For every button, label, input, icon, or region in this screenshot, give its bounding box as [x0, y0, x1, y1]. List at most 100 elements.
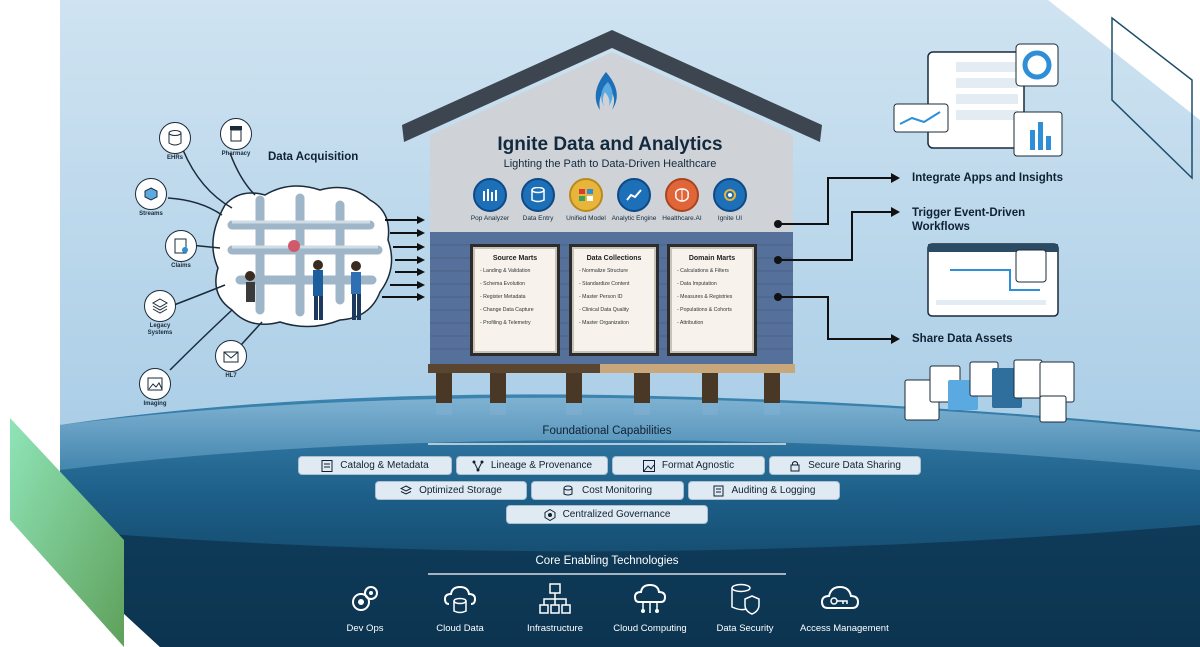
catalog-icon: [321, 459, 333, 472]
cap-label: Optimized Storage: [419, 485, 502, 496]
infrastructure-icon: [515, 582, 595, 616]
board-item: Master Organization: [579, 320, 656, 326]
tech-cloud-data: Cloud Data: [420, 582, 500, 634]
hl7-envelope-icon: [215, 340, 247, 372]
page-title: Ignite Data and Analytics: [497, 134, 723, 155]
tech-label: Cloud Computing: [613, 623, 687, 634]
source-label: HL7: [225, 373, 237, 379]
cap-label: Centralized Governance: [562, 509, 671, 520]
cap-label: Format Agnostic: [661, 460, 735, 471]
cap-label: Auditing & Logging: [731, 485, 816, 496]
board-item: Measures & Registries: [677, 294, 754, 300]
tech-label: Dev Ops: [346, 623, 384, 634]
cap-secure-data-sharing: Secure Data Sharing: [769, 456, 921, 475]
shield-database-icon: [705, 582, 785, 616]
board-item: Profiling & Telemetry: [480, 320, 557, 326]
apps-illustration: [893, 43, 1063, 157]
board-item: Standardize Content: [579, 281, 656, 287]
output-trigger-workflows: Trigger Event-Driven Workflows: [912, 207, 1026, 233]
board-title: Data Collections: [586, 255, 642, 262]
source-label: Imaging: [143, 401, 167, 407]
tech-label: Infrastructure: [527, 623, 583, 634]
cap-catalog-metadata: Catalog & Metadata: [298, 456, 452, 475]
tool-label: Ignite UI: [717, 215, 743, 222]
cloud-key-icon: [800, 582, 880, 616]
board-source-marts: Source Marts Landing & Validation Schema…: [470, 244, 560, 356]
source-label: EHRs: [166, 155, 183, 161]
green-ribbon: [10, 418, 124, 647]
tech-dev-ops: Dev Ops: [325, 582, 405, 634]
source-streams: Streams: [128, 178, 174, 218]
lineage-icon: [472, 460, 484, 472]
image-icon: [139, 368, 171, 400]
database-icon: [159, 122, 191, 154]
tool-label: Pop Analyzer: [470, 215, 510, 222]
source-legacy-systems: Legacy Systems: [135, 290, 185, 337]
tech-cloud-computing: Cloud Computing: [610, 582, 690, 634]
ignite-ui-icon: [713, 178, 747, 212]
gears-icon: [325, 582, 405, 616]
pilings: [436, 373, 780, 403]
secure-share-icon: [789, 460, 801, 472]
board-item: Data Imputation: [677, 281, 754, 287]
cap-label: Cost Monitoring: [581, 485, 653, 496]
tech-access-management: Access Management: [800, 582, 889, 634]
tool-healthcare-ai: Healthcare.AI: [660, 178, 704, 222]
image-format-icon: [642, 459, 655, 472]
audit-icon: [713, 485, 725, 497]
cap-label: Catalog & Metadata: [340, 460, 429, 471]
board-item: Schema Evolution: [480, 281, 557, 287]
cost-icon: [563, 485, 575, 497]
cap-optimized-storage: Optimized Storage: [375, 481, 527, 500]
pill-bottle-icon: [220, 118, 252, 150]
board-title: Source Marts: [492, 255, 538, 262]
tool-analytic-engine: Analytic Engine: [612, 178, 656, 222]
tool-pop-analyzer: Pop Analyzer: [468, 178, 512, 222]
tool-data-entry: Data Entry: [516, 178, 560, 222]
layers-icon: [144, 290, 176, 322]
cloud-database-icon: [420, 582, 500, 616]
source-ehrs: EHRs: [152, 122, 198, 162]
board-data-collections: Data Collections Normalize Structure Sta…: [569, 244, 659, 356]
analytic-engine-icon: [617, 178, 651, 212]
tool-unified-model: Unified Model: [564, 178, 608, 222]
cloud-computing-icon: [610, 582, 690, 616]
output-share-data-assets: Share Data Assets: [912, 333, 1013, 345]
cap-lineage-provenance: Lineage & Provenance: [456, 456, 608, 475]
tool-label: Unified Model: [566, 215, 606, 222]
board-title: Domain Marts: [688, 255, 736, 262]
ignite-flame-logo: [595, 72, 617, 110]
foundational-heading: Foundational Capabilities: [542, 425, 672, 437]
tool-ignite-ui: Ignite UI: [708, 178, 752, 222]
house-gable: [430, 52, 793, 232]
workflow-illustration: [927, 243, 1059, 317]
cap-format-agnostic: Format Agnostic: [612, 456, 765, 475]
outline-ribbon: [1111, 16, 1193, 180]
source-imaging: Imaging: [132, 368, 178, 408]
source-label: Streams: [139, 211, 163, 217]
board-item: Populations & Cohorts: [677, 307, 754, 313]
board-item: Calculations & Filters: [677, 268, 754, 274]
data-acquisition-label: Data Acquisition: [268, 151, 359, 163]
board-item: Clinical Data Quality: [579, 307, 656, 313]
tech-infrastructure: Infrastructure: [515, 582, 595, 634]
tool-label: Healthcare.AI: [662, 215, 702, 222]
board-domain-marts: Domain Marts Calculations & Filters Data…: [667, 244, 757, 356]
streams-icon: [135, 178, 167, 210]
board-item: Change Data Capture: [480, 307, 557, 313]
tool-label: Data Entry: [522, 215, 554, 222]
tech-data-security: Data Security: [705, 582, 785, 634]
source-hl7: HL7: [208, 340, 254, 380]
cap-label: Lineage & Provenance: [490, 460, 593, 471]
tech-label: Data Security: [716, 623, 774, 634]
core-heading: Core Enabling Technologies: [535, 555, 679, 567]
unified-model-icon: [569, 178, 603, 212]
board-item: Landing & Validation: [480, 268, 557, 274]
cap-centralized-governance: Centralized Governance: [506, 505, 708, 524]
data-entry-icon: [521, 178, 555, 212]
governance-icon: [544, 508, 556, 521]
source-label: Claims: [171, 263, 191, 269]
board-item: Master Person ID: [579, 294, 656, 300]
source-claims: Claims: [158, 230, 204, 270]
